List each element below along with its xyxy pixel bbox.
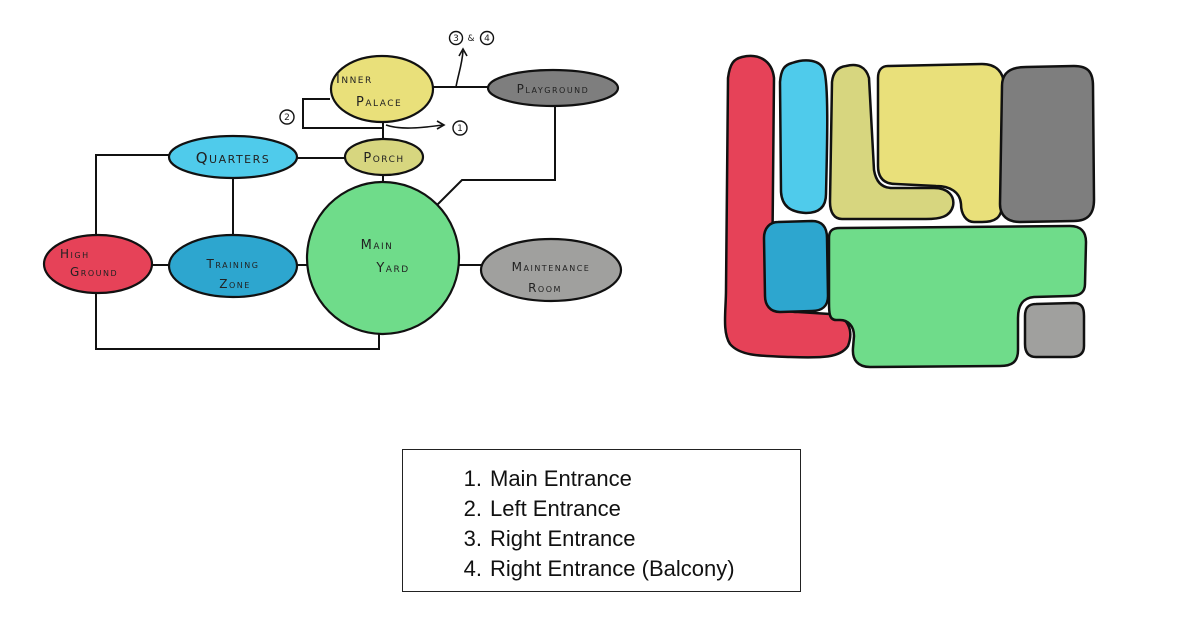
arrow-entrance-3-4: [455, 50, 464, 88]
node-maintenance-room: [479, 237, 623, 303]
label-inner-palace-2: Palace: [356, 95, 402, 110]
node-inner-palace: [329, 54, 435, 124]
graph-edges: [95, 86, 556, 350]
node-training-zone: [167, 233, 299, 299]
block-porch: [828, 63, 955, 221]
arrow-entrance-1: [385, 124, 444, 129]
block-main-yard: [827, 224, 1088, 369]
label-training-zone-1: Training: [206, 257, 260, 271]
label-main-yard-1: Main: [361, 238, 394, 253]
graph-labels: Inner Palace Playground Quarters Porch H…: [60, 72, 591, 295]
entrance-legend: Main Entrance Left Entrance Right Entran…: [402, 449, 801, 592]
marker-entrance-2: 2: [284, 113, 290, 123]
legend-item: Right Entrance: [456, 524, 636, 554]
edge-highground-mainyard: [95, 292, 380, 350]
legend-item: Left Entrance: [456, 494, 621, 524]
label-maintenance-room-2: Room: [528, 281, 562, 295]
graph-nodes: [42, 54, 623, 336]
label-quarters: Quarters: [196, 149, 271, 167]
node-playground: [486, 68, 620, 108]
floorplan: [723, 54, 1096, 369]
label-high-ground-1: High: [60, 247, 90, 261]
legend-list: Main Entrance Left Entrance Right Entran…: [403, 464, 800, 584]
label-maintenance-room-1: Maintenance: [512, 260, 591, 274]
node-quarters: [167, 134, 299, 180]
label-high-ground-2: Ground: [70, 265, 118, 279]
label-playground: Playground: [517, 82, 590, 96]
legend-item: Main Entrance: [456, 464, 632, 494]
legend-item: Right Entrance (Balcony): [456, 554, 735, 584]
edge-quarters-highground: [95, 154, 170, 237]
marker-entrance-3-4: 4: [484, 34, 490, 44]
label-inner-palace-1: Inner: [336, 72, 373, 87]
label-training-zone-2: Zone: [219, 277, 251, 291]
block-playground: [998, 64, 1096, 224]
block-training-zone: [762, 219, 830, 314]
block-maintenance-room: [1023, 301, 1086, 359]
node-main-yard: [305, 180, 461, 336]
label-main-yard-2: Yard: [375, 261, 409, 276]
block-quarters: [778, 59, 829, 215]
entrance-markers: [385, 47, 468, 130]
node-porch: [343, 137, 425, 177]
svg-text:&: &: [467, 34, 474, 44]
edge-palace-left-entrance: [302, 98, 383, 129]
svg-text:3: 3: [453, 34, 459, 44]
edge-playground-mainyard: [429, 103, 556, 213]
node-high-ground: [42, 233, 154, 295]
label-porch: Porch: [363, 151, 404, 166]
marker-entrance-1: 1: [457, 124, 463, 134]
